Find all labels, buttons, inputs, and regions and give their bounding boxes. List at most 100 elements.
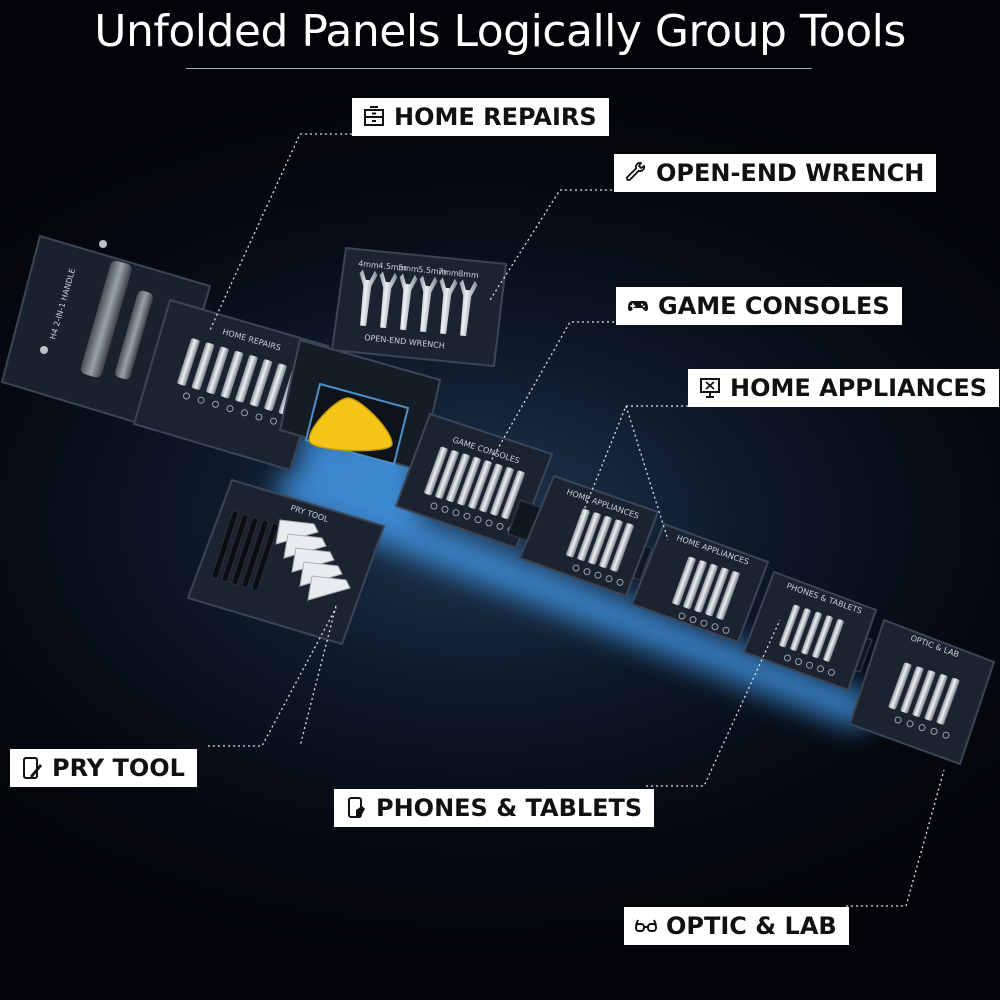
bit-marker [942,731,950,739]
screwdriver-bit [177,338,200,386]
bit-marker [722,626,730,634]
wrench-size-label: 7mm [438,267,460,278]
label-game-consoles-text: GAME CONSOLES [658,292,890,320]
bit-marker [817,665,824,673]
bit-marker [594,571,602,579]
screwdriver-bit [936,677,960,725]
metal-pry-blade [291,547,335,573]
open-end-wrench [459,279,478,337]
home-appliances-panel-2: HOME APPLIANCES [630,522,770,644]
bit-marker [474,516,482,524]
metal-pry-blade [283,533,327,559]
black-spudger [211,510,239,580]
black-spudger [231,516,259,586]
bit-marker [795,658,802,666]
bit-marker [241,409,248,417]
label-phones-tablets-text: PHONES & TABLETS [376,794,643,822]
open-end-wrench [399,273,418,331]
bit-marker [806,661,813,669]
bit-marker [906,720,914,728]
drawer-cabinet-icon [364,106,384,126]
label-home-repairs: HOME REPAIRS [352,98,609,136]
wrench-size-label: 8mm [458,269,480,280]
screwdriver-bit [801,611,822,655]
screwdriver-bit [424,446,448,496]
screwdriver-bit [694,563,718,613]
bit-marker [918,724,926,732]
screwdriver-bit [823,619,844,662]
center-hub [278,338,442,472]
screwdriver-bit [457,456,481,506]
label-phones-tablets: PHONES & TABLETS [334,789,655,827]
bit-marker [496,522,504,530]
label-home-appliances: HOME APPLIANCES [688,369,1000,407]
screwdriver-bit [588,515,612,565]
wrench-size-label: 5mm [398,263,420,274]
bit-marker [784,654,791,662]
bit-marker [700,619,708,627]
wrench-size-label: 4mm [358,259,380,270]
black-spudger [251,522,279,592]
label-game-consoles: GAME CONSOLES [616,287,902,325]
wrench-icon [626,161,646,181]
label-optic-lab-text: OPTIC & LAB [666,912,837,940]
screwdriver-bit [790,608,811,651]
screwdriver-bit [206,346,229,395]
black-spudger [221,513,249,583]
open-end-wrench [359,269,378,327]
label-pry-tool: PRY TOOL [10,749,197,787]
bit-marker [197,396,205,404]
bit-marker [678,612,686,620]
yellow-pry-pick [308,397,393,452]
black-spudger [241,519,269,589]
phone-pry-icon [23,757,42,779]
screwdriver-bit [599,519,623,569]
screwdriver-bit [446,453,470,503]
screwdriver-bit [716,571,740,620]
screwdriver-bit [672,556,696,606]
screwdriver-bit [191,342,215,390]
wrench-size-label: 4.5mm [378,261,407,273]
bit-marker [583,568,591,576]
bit-marker [572,564,580,572]
screwdriver-bit [900,666,924,714]
glasses-icon [635,919,657,932]
pry-tool-panel: PRY TOOL [186,478,386,646]
screwdriver-bit [479,463,503,513]
label-home-repairs-text: HOME REPAIRS [394,103,597,131]
metal-pry-blade [275,519,319,545]
bit-marker [689,616,697,624]
bit-marker [616,578,624,586]
screwdriver-bit [501,470,525,520]
optic-lab-panel: OPTIC & LAB [848,618,996,766]
bit-marker [212,400,219,408]
title-divider [186,68,812,69]
label-home-appliances-text: HOME APPLIANCES [730,374,988,402]
bit-marker [711,623,719,631]
wrench-size-label: 5.5mm [418,265,447,277]
bit-marker [930,727,938,735]
bit-marker [452,509,460,517]
screwdriver-bit [490,467,514,516]
phones-tablets-panel: PHONES & TABLETS [742,570,878,692]
metal-pry-blade [299,561,343,587]
label-open-end-wrench: OPEN-END WRENCH [614,154,937,192]
home-appliances-panel-1: HOME APPLIANCES [518,474,660,598]
screwdriver-bit [779,604,800,648]
screwdriver-bit [235,355,258,403]
bit-marker [226,405,234,413]
label-pry-tool-text: PRY TOOL [52,754,185,782]
screwdriver-bit [610,523,634,572]
bit-marker [894,716,902,724]
label-open-end-wrench-text: OPEN-END WRENCH [656,159,925,187]
bit-marker [183,392,190,400]
screwdriver-bit [566,508,590,558]
open-end-wrench [419,275,438,333]
bit-marker [255,413,263,421]
leader-lines [208,133,945,907]
gamepad-icon [628,301,648,312]
screwdriver-bit [220,350,244,399]
page-title: Unfolded Panels Logically Group Tools [94,6,906,57]
